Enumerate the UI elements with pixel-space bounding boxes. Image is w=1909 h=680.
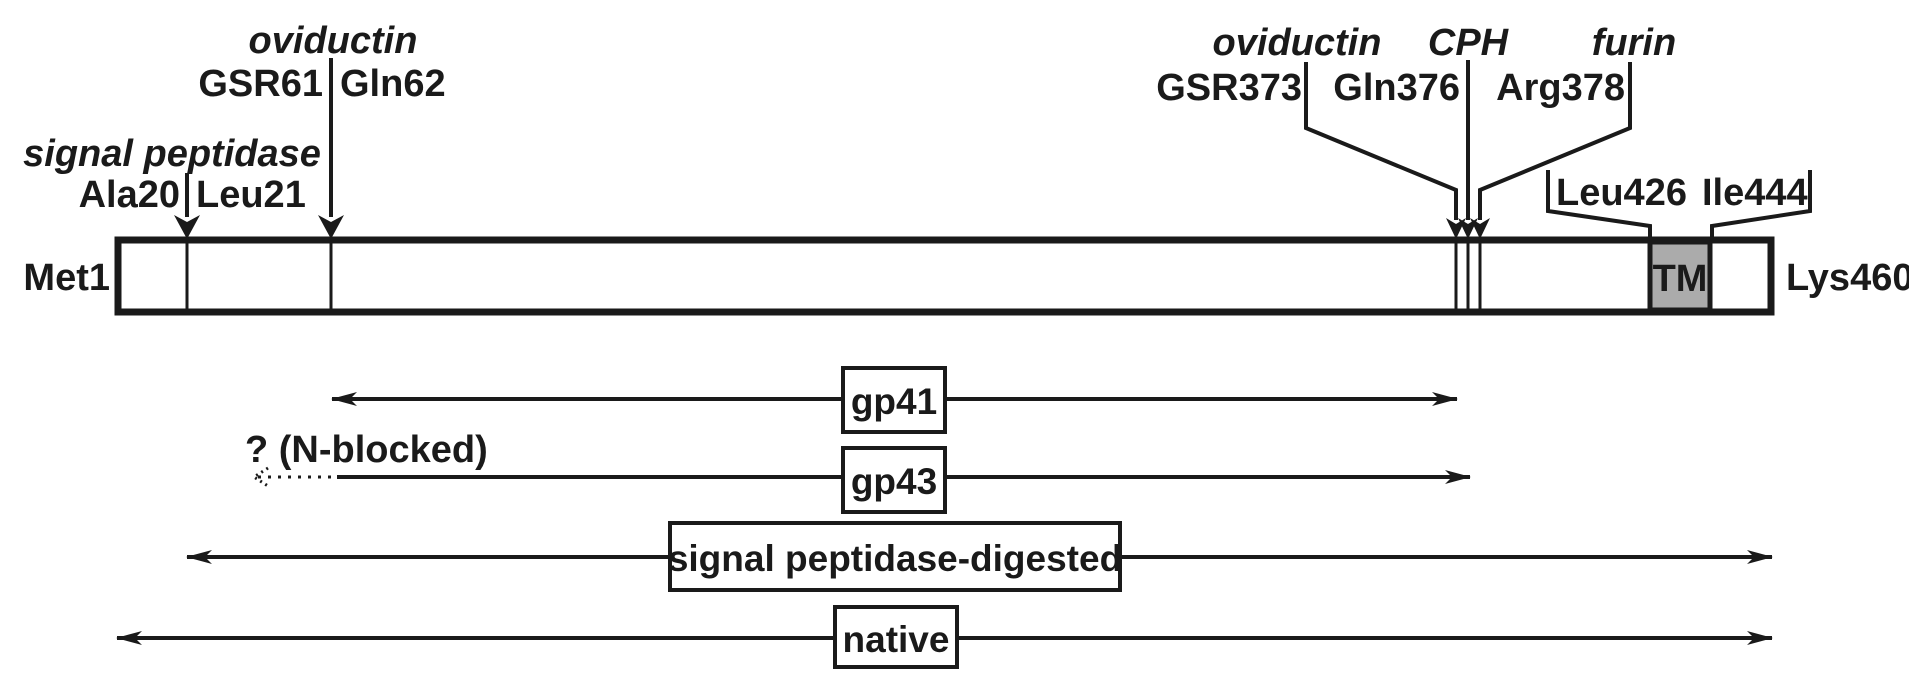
residue-gsr61-label: GSR61 — [198, 63, 323, 105]
signal-peptidase-enzyme-label: signal peptidase — [23, 133, 321, 175]
gp43-nblocked-note: ? (N-blocked) — [245, 429, 488, 471]
oviductin-n-arrowhead-icon — [318, 215, 344, 239]
tm-domain-label: TM — [1653, 258, 1708, 300]
furin-enzyme-label: furin — [1592, 22, 1676, 64]
oviductin-c-enzyme-label: oviductin — [1213, 22, 1382, 64]
native-label: native — [843, 619, 950, 660]
native-label-box — [833, 605, 959, 669]
c-terminus-label: Lys460 — [1786, 257, 1909, 299]
residue-gsr373-label: GSR373 — [1156, 67, 1302, 109]
gp41-label-box — [841, 366, 947, 434]
signal-peptidase-arrowhead-icon — [174, 215, 200, 239]
gp43-label-box — [841, 446, 947, 514]
leu426-bracket-line — [1546, 170, 1652, 240]
residue-ala20-label: Ala20 — [79, 174, 180, 216]
oviductin-n-enzyme-label: oviductin — [249, 20, 418, 62]
gp43-label: gp43 — [851, 461, 937, 502]
sp-digested-label-box — [668, 521, 1122, 592]
residue-arg378-label: Arg378 — [1496, 67, 1625, 109]
gp41-label: gp41 — [851, 381, 937, 422]
n-terminus-label: Met1 — [23, 257, 110, 299]
ile444-bracket-line — [1710, 170, 1812, 240]
residue-ile444-label: Ile444 — [1702, 172, 1808, 214]
cph-enzyme-label: CPH — [1428, 22, 1510, 64]
furin-arrowhead-icon — [1470, 218, 1490, 239]
tm-domain-box — [1647, 239, 1713, 313]
sp-digested-label: signal peptidase-digested — [668, 538, 1122, 579]
residue-gln62-label: Gln62 — [340, 63, 446, 105]
protein-bar — [114, 236, 1775, 316]
oviductin-c-connector-line — [1304, 62, 1458, 220]
residue-gln376-label: Gln376 — [1333, 67, 1460, 109]
residue-leu21-label: Leu21 — [196, 174, 306, 216]
furin-connector-line — [1478, 62, 1632, 220]
residue-leu426-label: Leu426 — [1556, 172, 1687, 214]
